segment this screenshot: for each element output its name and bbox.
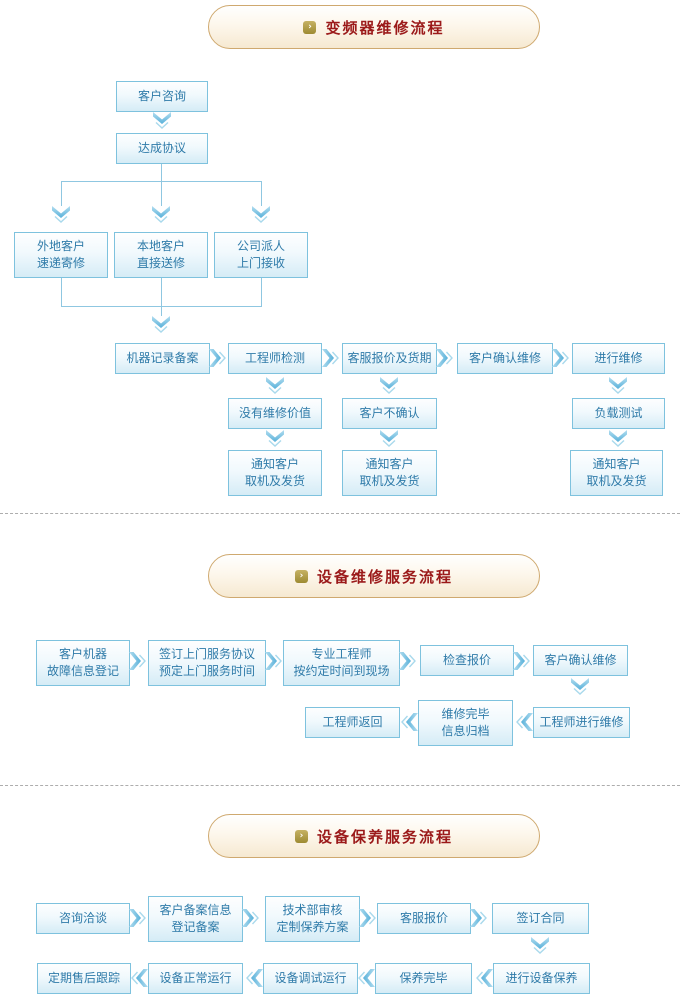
section-divider [0,785,680,786]
section-title: 设备维修服务流程 [316,567,453,586]
arrow-down-icon [531,937,549,954]
flow-box-customer-not-confirm: 客户不确认 [342,398,437,429]
arrow-right-icon [513,652,530,670]
arrow-right-icon [470,909,487,927]
flow-box-normal-operation: 设备正常运行 [148,963,243,994]
flow-box-consult-negotiate: 咨询洽谈 [36,903,130,934]
flow-box-confirm-repair: 客户确认维修 [533,645,628,676]
arrow-right-icon [399,652,416,670]
arrow-left-icon [246,969,263,987]
flow-box-engineer-inspect: 工程师检测 [228,343,322,374]
flow-box-load-test: 负载测试 [572,398,665,429]
bullet-arrow-icon: › [294,569,308,583]
bullet-arrow-icon: › [294,829,308,843]
flow-box-remote-customer-mail: 外地客户 速递寄修 [14,232,108,278]
flow-box-do-repair: 进行维修 [572,343,665,374]
flow-box-notify-customer-1: 通知客户 取机及发货 [228,450,322,496]
arrow-down-icon [152,206,170,223]
section-title-banner: › 设备维修服务流程 [208,554,540,598]
flow-box-customer-confirm-repair: 客户确认维修 [457,343,553,374]
connector-line [161,181,162,206]
flow-box-after-sales-track: 定期售后跟踪 [37,963,131,994]
flow-box-no-repair-value: 没有维修价值 [228,398,322,429]
connector-line [261,181,262,206]
arrow-down-icon [609,430,627,447]
flow-box-customer-record-register: 客户备案信息 登记备案 [148,896,243,942]
flow-box-sign-contract: 签订合同 [492,903,589,934]
arrow-right-icon [436,349,453,367]
section-title: 设备保养服务流程 [316,827,453,846]
arrow-down-icon [380,377,398,394]
flow-box-machine-record: 机器记录备案 [115,343,210,374]
section-title-banner: › 变频器维修流程 [208,5,540,49]
section-title: 变频器维修流程 [325,18,445,37]
flow-box-service-quote-term: 客服报价及货期 [342,343,437,374]
section-title-banner: › 设备保养服务流程 [208,814,540,858]
flow-box-notify-customer-3: 通知客户 取机及发货 [570,450,663,496]
arrow-left-icon [131,969,148,987]
arrow-right-icon [552,349,569,367]
arrow-right-icon [209,349,226,367]
arrow-down-icon [153,112,171,129]
arrow-left-icon [516,713,533,731]
flow-box-local-customer-deliver: 本地客户 直接送修 [114,232,208,278]
flow-box-company-pickup: 公司派人 上门接收 [214,232,308,278]
arrow-left-icon [476,969,493,987]
flow-box-check-quote: 检查报价 [420,645,514,676]
flow-box-sign-service-agreement: 签订上门服务协议 预定上门服务时间 [148,640,266,686]
flow-box-reach-agreement: 达成协议 [116,133,208,164]
arrow-right-icon [129,909,146,927]
arrow-right-icon [359,909,376,927]
arrow-down-icon [52,206,70,223]
arrow-right-icon [265,652,282,670]
connector-line [261,278,262,306]
flow-box-service-quote: 客服报价 [377,903,471,934]
connector-line [61,181,62,206]
arrow-down-icon [252,206,270,223]
arrow-down-icon [571,678,589,695]
connector-line [61,278,62,306]
arrow-right-icon [129,652,146,670]
flow-box-archive-info: 维修完毕 信息归档 [418,700,513,746]
arrow-left-icon [358,969,375,987]
arrow-down-icon [609,377,627,394]
connector-line [161,306,162,316]
connector-line [161,278,162,306]
arrow-right-icon [322,349,339,367]
flow-box-engineer-onsite: 专业工程师 按约定时间到现场 [283,640,400,686]
bullet-arrow-icon: › [303,20,317,34]
arrow-left-icon [401,713,418,731]
arrow-down-icon [266,377,284,394]
section-divider [0,513,680,514]
flow-box-tech-review-plan: 技术部审核 定制保养方案 [265,896,360,942]
flow-box-engineer-do-repair: 工程师进行维修 [533,707,630,738]
connector-line [161,164,162,181]
arrow-down-icon [266,430,284,447]
flow-box-do-maintain: 进行设备保养 [493,963,590,994]
flow-box-notify-customer-2: 通知客户 取机及发货 [342,450,437,496]
flow-box-customer-inquiry: 客户咨询 [116,81,208,112]
arrow-right-icon [242,909,259,927]
flow-box-fault-register: 客户机器 故障信息登记 [36,640,130,686]
flow-box-debug-run: 设备调试运行 [263,963,358,994]
flow-box-maintain-done: 保养完毕 [375,963,472,994]
arrow-down-icon [152,316,170,333]
arrow-down-icon [380,430,398,447]
flow-box-engineer-return: 工程师返回 [305,707,400,738]
